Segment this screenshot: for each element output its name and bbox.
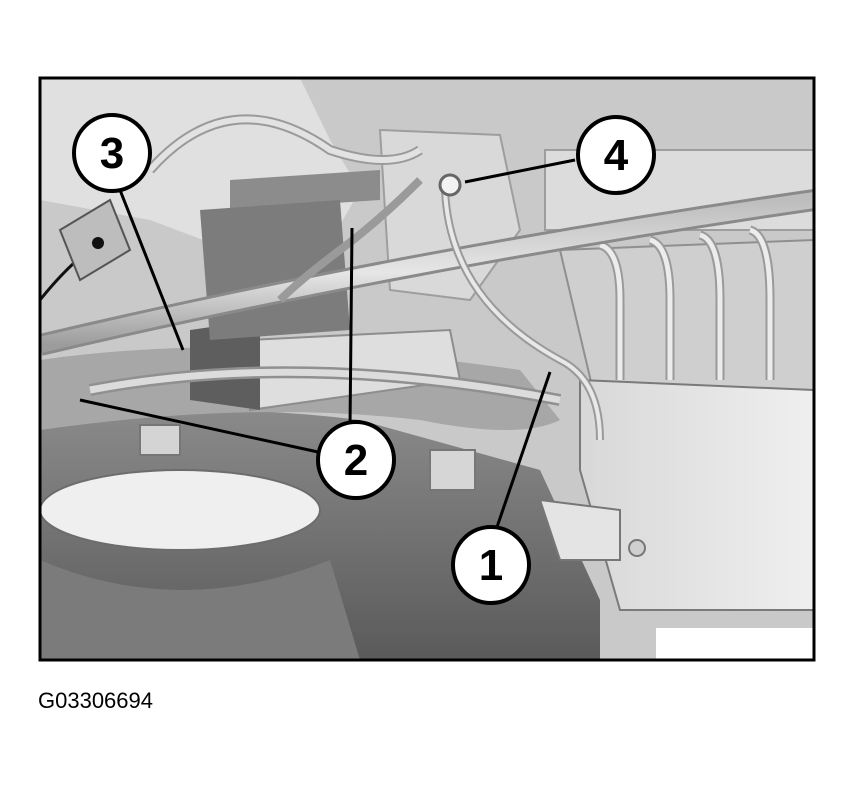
leader-lines [79, 158, 576, 528]
callout-4-label: 4 [604, 131, 629, 180]
callout-1: 1 [451, 525, 531, 605]
callout-1-label: 1 [479, 541, 503, 590]
callout-3: 3 [72, 113, 152, 193]
callout-3-label: 3 [100, 129, 124, 178]
callout-2-label: 2 [344, 436, 368, 485]
illustration-body [40, 78, 814, 660]
figure-frame [38, 76, 816, 662]
callout-4: 4 [576, 115, 656, 195]
callout-2: 2 [316, 420, 396, 500]
figure-id: G03306694 [38, 688, 153, 713]
